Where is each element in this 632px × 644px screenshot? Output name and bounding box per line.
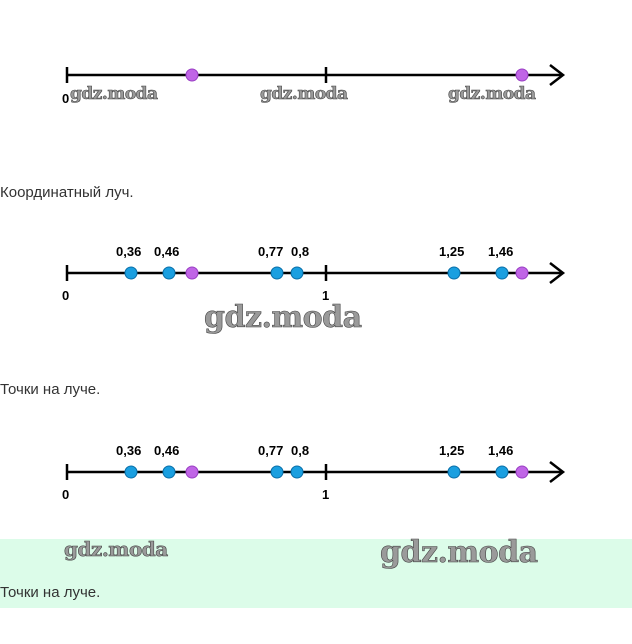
point-label: 0,46 — [154, 443, 179, 458]
blue-point — [290, 465, 304, 479]
point-label: 1,25 — [439, 244, 464, 259]
point-label: 0,77 — [258, 244, 283, 259]
coordinate-ray-2: 0,36 0,46 0,77 0,8 1,25 1,46 0 1 — [62, 244, 566, 303]
watermark: gdz.moda — [70, 84, 159, 105]
blue-point — [124, 266, 138, 280]
tick-label-one: 1 — [322, 288, 329, 303]
watermark: gdz.moda — [380, 535, 539, 571]
arrow-icon — [549, 262, 566, 284]
purple-point — [185, 68, 199, 82]
blue-point — [270, 266, 284, 280]
blue-point — [290, 266, 304, 280]
arrow-icon — [549, 64, 566, 86]
caption: Точки на луче. — [0, 584, 101, 601]
blue-point — [162, 266, 176, 280]
blue-point — [495, 266, 509, 280]
coordinate-ray-1: 0 — [62, 64, 566, 106]
point-label: 1,25 — [439, 443, 464, 458]
coordinate-ray-3: 0,36 0,46 0,77 0,8 1,25 1,46 0 1 — [62, 443, 566, 502]
watermark: gdz.moda — [448, 84, 537, 105]
purple-point — [185, 465, 199, 479]
point-label: 0,46 — [154, 244, 179, 259]
watermark: gdz.moda — [64, 537, 169, 562]
purple-point — [515, 68, 529, 82]
blue-point — [495, 465, 509, 479]
point-label: 0,36 — [116, 443, 141, 458]
point-label: 1,46 — [488, 244, 513, 259]
watermark: gdz.moda — [260, 84, 349, 105]
caption: Точки на луче. — [0, 381, 101, 398]
point-label: 0,77 — [258, 443, 283, 458]
point-label: 0,8 — [291, 443, 309, 458]
purple-point — [515, 465, 529, 479]
blue-point — [270, 465, 284, 479]
watermark: gdz.moda — [204, 300, 363, 336]
blue-point — [124, 465, 138, 479]
tick-label-zero: 0 — [62, 91, 69, 106]
blue-point — [162, 465, 176, 479]
blue-point — [447, 266, 461, 280]
purple-point — [185, 266, 199, 280]
caption: Координатный луч. — [0, 184, 134, 201]
tick-label-zero: 0 — [62, 288, 69, 303]
point-label: 0,36 — [116, 244, 141, 259]
purple-point — [515, 266, 529, 280]
point-label: 1,46 — [488, 443, 513, 458]
blue-point — [447, 465, 461, 479]
highlighted-caption-band — [0, 539, 632, 608]
tick-label-zero: 0 — [62, 487, 69, 502]
arrow-icon — [549, 461, 566, 483]
point-label: 0,8 — [291, 244, 309, 259]
tick-label-one: 1 — [322, 487, 329, 502]
